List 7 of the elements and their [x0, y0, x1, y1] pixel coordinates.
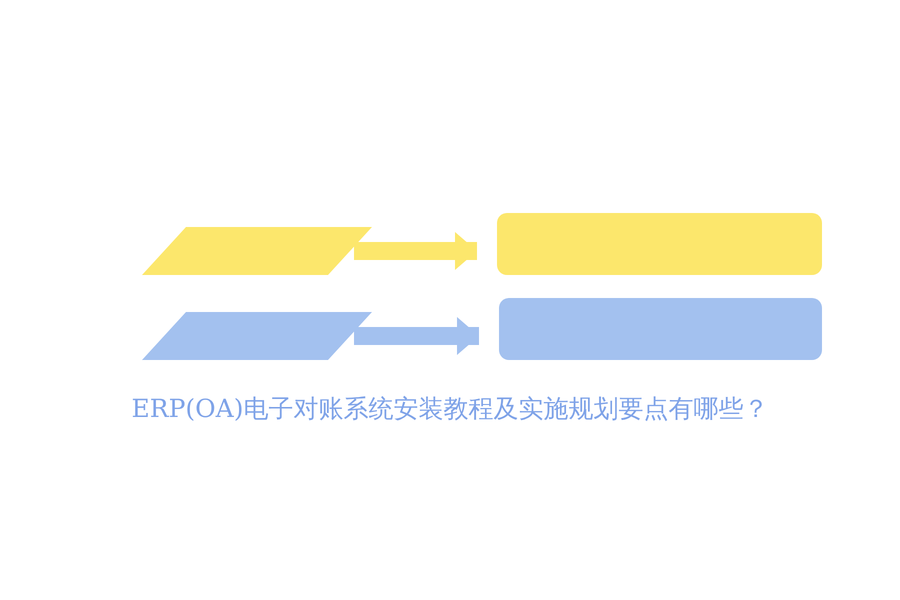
rounded-box — [497, 213, 822, 275]
diagram-title: ERP(OA)电子对账系统安装教程及实施规划要点有哪些？ — [130, 393, 770, 425]
block-arrow — [354, 317, 479, 355]
block-arrow — [354, 232, 477, 270]
rounded-box — [499, 298, 822, 360]
parallelogram-shape — [142, 312, 372, 360]
parallelogram-shape — [142, 227, 372, 275]
